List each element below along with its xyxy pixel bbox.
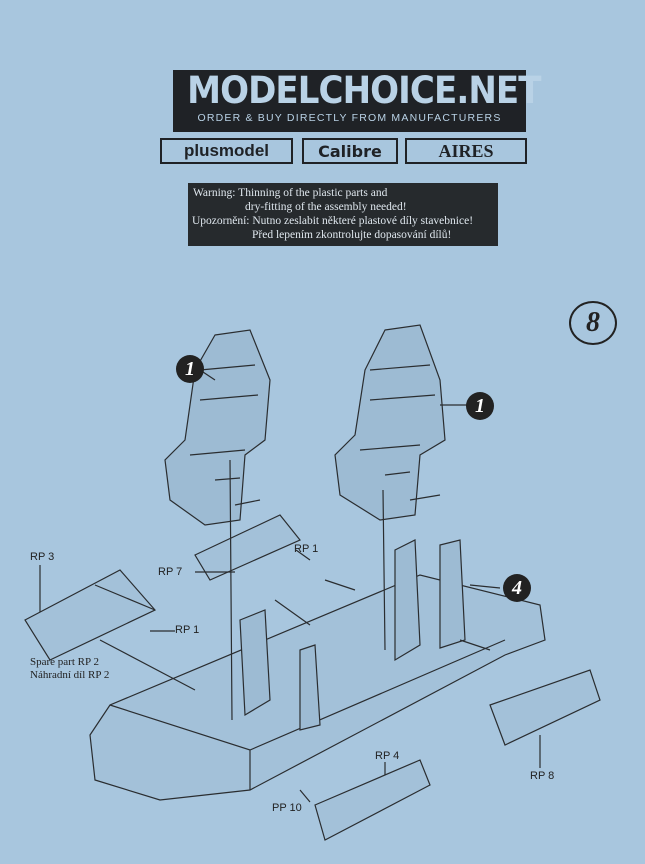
- callout-part-1-right: 1: [466, 392, 494, 420]
- aires-logo[interactable]: AIRES: [405, 138, 527, 164]
- part-rp4: [314, 759, 431, 841]
- warning-box: Warning: Thinning of the plastic parts a…: [188, 183, 498, 246]
- warning-line: Warning: Thinning of the plastic parts a…: [193, 187, 388, 199]
- label-rp1-left: RP 1: [175, 624, 200, 636]
- label-rp8: RP 8: [530, 770, 555, 782]
- warning-line: Upozornění: Nutno zeslabit některé plast…: [192, 215, 474, 227]
- callout-part-1-left: 1: [176, 355, 204, 383]
- ejection-seat-left: [164, 329, 271, 526]
- label-spare-part: Spare part RP 2: [30, 656, 99, 668]
- label-rp4: RP 4: [375, 750, 400, 762]
- modelchoice-banner[interactable]: MODELCHOICE.NET ORDER & BUY DIRECTLY FRO…: [173, 69, 541, 132]
- label-rp1-top: RP 1: [294, 543, 319, 555]
- part-rp3: [24, 569, 156, 661]
- warning-line: Před lepením zkontrolujte dopasování díl…: [252, 229, 452, 241]
- step-number: 8: [569, 301, 617, 345]
- cockpit-tub: [89, 539, 546, 801]
- part-rp8: [489, 669, 601, 746]
- ejection-seat-right: [334, 324, 446, 521]
- label-spare-part-cz: Náhradní díl RP 2: [30, 669, 110, 681]
- callout-part-4: 4: [503, 574, 531, 602]
- label-pp10: PP 10: [272, 802, 302, 814]
- brand-title: MODELCHOICE.NET: [187, 69, 541, 112]
- plusmodel-logo[interactable]: plusmodel: [160, 138, 293, 164]
- calibre-logo[interactable]: Calibre: [302, 138, 398, 164]
- warning-line: dry-fitting of the assembly needed!: [245, 201, 407, 213]
- label-rp7: RP 7: [158, 566, 183, 578]
- label-rp3: RP 3: [30, 551, 55, 563]
- brand-tagline: ORDER & BUY DIRECTLY FROM MANUFACTURERS: [197, 112, 502, 124]
